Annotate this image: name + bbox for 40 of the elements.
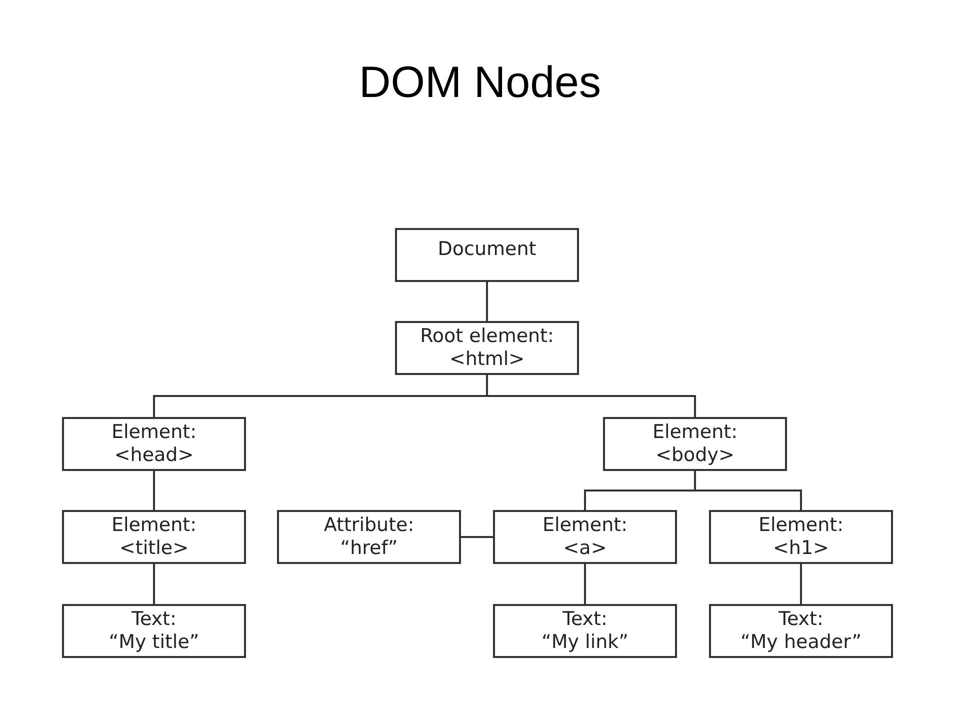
node-type-label: Attribute:: [324, 514, 414, 537]
node-value: “My header”: [740, 631, 862, 654]
node-box: [709, 604, 893, 658]
connector-line: [486, 375, 696, 417]
node-value: <title>: [120, 537, 188, 560]
node-box: [62, 510, 246, 564]
diagram-title: DOM Nodes: [358, 58, 602, 108]
node-box: [395, 321, 579, 375]
node-type-label: Element:: [111, 421, 197, 444]
node-type-label: Text:: [778, 608, 824, 631]
node-box: [603, 417, 787, 471]
connector-line: [153, 471, 155, 510]
node-type-label: Text:: [562, 608, 608, 631]
node-type-label: Document: [438, 238, 536, 261]
connector-line: [486, 282, 488, 321]
node-box: [395, 228, 579, 282]
node-type-label: Element:: [542, 514, 628, 537]
connector-line: [800, 564, 802, 604]
node-value: “href”: [340, 537, 398, 560]
node-type-label: Element:: [758, 514, 844, 537]
node-type-label: Element:: [652, 421, 738, 444]
node-value: <h1>: [773, 537, 829, 560]
connector-line: [153, 564, 155, 604]
node-box: [493, 604, 677, 658]
node-box: [277, 510, 461, 564]
node-value: “My title”: [108, 631, 200, 654]
node-value: <body>: [656, 444, 734, 467]
node-box: [709, 510, 893, 564]
node-value: <head>: [114, 444, 194, 467]
node-type-label: Text:: [132, 608, 176, 631]
node-box: [493, 510, 677, 564]
connector-line: [461, 536, 493, 538]
connector-line: [584, 564, 586, 604]
node-box: [62, 604, 246, 658]
node-type-label: Element:: [111, 514, 197, 537]
node-box: [62, 417, 246, 471]
node-type-label: Root element:: [420, 325, 554, 348]
node-value: <a>: [563, 537, 607, 560]
node-value: <html>: [449, 348, 525, 371]
node-value: “My link”: [542, 631, 628, 654]
